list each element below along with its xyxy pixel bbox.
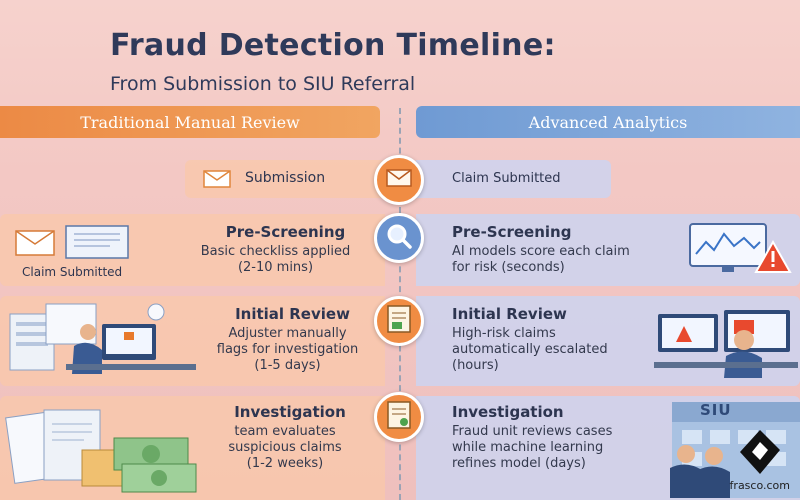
prescreening-left-desc: Basic checkliss applied (2-10 mins) (178, 244, 373, 276)
submission-left-card: Submission (185, 160, 385, 198)
investigation-right-desc-line: while machine learning (452, 440, 604, 455)
investigation-right-title: Investigation (452, 403, 564, 421)
initialreview-right-card: Initial Review High-risk claims automati… (416, 296, 800, 386)
prescreening-left-card: Claim Submitted Pre-Screening Basic chec… (0, 214, 385, 286)
initialreview-right-desc-line: (hours) (452, 358, 499, 373)
investigation-left-desc-line: team evaluates (234, 424, 336, 439)
submission-right-card: Claim Submitted (416, 160, 611, 198)
prescreening-right-title: Pre-Screening (452, 223, 572, 241)
submission-left-title: Submission (245, 170, 326, 186)
envelope-icon (15, 230, 55, 261)
title-block: Fraud Detection Timeline: From Submissio… (110, 28, 556, 95)
document-icon (386, 304, 412, 338)
documents-money-illustration (4, 404, 204, 500)
prescreening-left-desc-line: Basic checkliss applied (200, 244, 351, 259)
initialreview-left-desc-line: Adjuster manually (228, 326, 347, 341)
analyst-workstation-illustration (654, 302, 798, 387)
initialreview-left-desc-line: flags for investigation (216, 342, 359, 357)
prescreening-right-card: Pre-Screening AI models score each claim… (416, 214, 800, 286)
initialreview-left-card: Initial Review Adjuster manually flags f… (0, 296, 385, 386)
investigation-node (374, 392, 424, 442)
prescreening-right-desc-line: for risk (seconds) (452, 260, 565, 275)
office-desk-illustration (6, 300, 206, 387)
investigation-left-title: Investigation (234, 403, 346, 421)
initialreview-left-desc: Adjuster manually flags for investigatio… (200, 326, 375, 374)
investigation-left-desc-line: (1-2 weeks) (246, 456, 324, 471)
investigation-left-card: Investigation team evaluates suspicious … (0, 396, 385, 500)
document-icon (64, 224, 130, 265)
initialreview-left-desc-line: (1-5 days) (254, 358, 321, 373)
initialreview-left-title: Initial Review (235, 305, 350, 323)
brand-name: frasco.com (729, 479, 790, 492)
prescreening-right-desc-line: AI models score each claim (452, 244, 630, 259)
document-icon (386, 400, 412, 434)
warning-icon (754, 239, 792, 279)
investigation-right-desc: Fraud unit reviews cases while machine l… (452, 424, 652, 472)
investigation-right-desc-line: refines model (days) (452, 456, 586, 471)
investigation-left-desc-line: suspicious claims (228, 440, 342, 455)
investigation-left-desc: team evaluates suspicious claims (1-2 we… (195, 424, 375, 472)
prescreening-left-title: Pre-Screening (225, 223, 346, 241)
prescreening-left-desc-line: (2-10 mins) (237, 260, 314, 275)
monitor-icon (688, 222, 768, 281)
column-header-analytics: Advanced Analytics (416, 106, 800, 138)
envelope-icon (203, 170, 231, 193)
initialreview-right-desc-line: High-risk claims (452, 326, 556, 341)
envelope-icon (386, 169, 412, 191)
initialreview-right-desc-line: automatically escalated (452, 342, 608, 357)
page-title: Fraud Detection Timeline: (110, 28, 556, 63)
building-sign: SIU (700, 401, 732, 419)
page-subtitle: From Submission to SIU Referral (110, 73, 416, 95)
initialreview-right-title: Initial Review (452, 305, 567, 323)
prescreening-left-caption: Claim Submitted (22, 265, 123, 279)
submission-node (374, 155, 424, 205)
initialreview-node (374, 296, 424, 346)
initialreview-right-desc: High-risk claims automatically escalated… (452, 326, 662, 374)
submission-right-text: Claim Submitted (452, 171, 561, 186)
brand-logo-icon (738, 428, 782, 480)
magnifier-icon (385, 222, 413, 254)
prescreening-node (374, 213, 424, 263)
prescreening-right-desc: AI models score each claim for risk (sec… (452, 244, 692, 276)
investigation-right-card: Investigation Fraud unit reviews cases w… (416, 396, 800, 500)
column-header-traditional: Traditional Manual Review (0, 106, 380, 138)
investigation-right-desc-line: Fraud unit reviews cases (452, 424, 613, 439)
